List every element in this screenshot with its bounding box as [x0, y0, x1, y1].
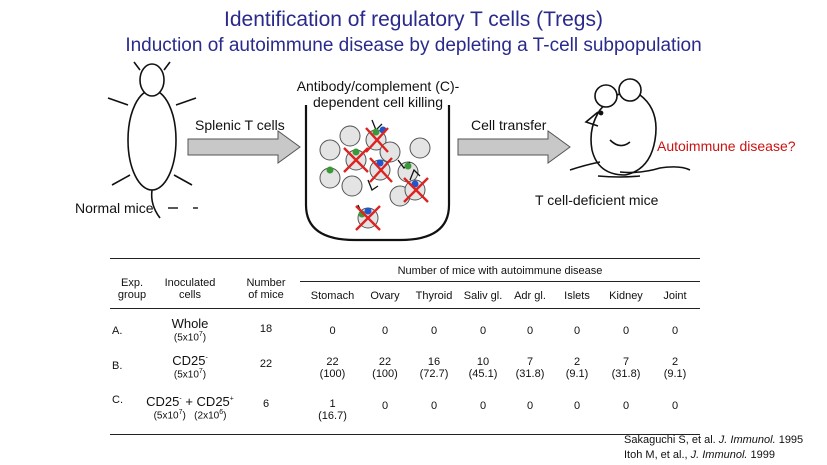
col-organ-kidney: Kidney — [609, 290, 643, 302]
row-a-v5: 0 — [573, 325, 581, 337]
normal-mice-label: Normal mice — [75, 200, 154, 216]
row-a-v2: 0 — [430, 325, 438, 337]
row-c-v5: 0 — [573, 400, 581, 412]
deficient-mice-label: T cell-deficient mice — [535, 192, 659, 208]
row-c-group: C. — [112, 394, 123, 406]
row-a-count: 18 — [259, 323, 273, 335]
page-subtitle: Induction of autoimmune disease by deple… — [125, 35, 702, 56]
row-b-cells: CD25- (5x107) — [172, 353, 208, 381]
col-organ-saliv: Saliv gl. — [463, 290, 503, 302]
row-b-count: 22 — [259, 358, 273, 370]
row-a-v7: 0 — [671, 325, 679, 337]
row-b-v6: 7(31.8) — [611, 356, 641, 380]
row-b-v7: 2(9.1) — [663, 356, 687, 380]
row-b-v3: 10(45.1) — [468, 356, 498, 380]
table-group-rule — [300, 281, 700, 282]
autoimmune-question: Autoimmune disease? — [657, 138, 796, 154]
row-c-v1: 0 — [381, 400, 389, 412]
col-organ-islets: Islets — [564, 290, 590, 302]
row-a-v6: 0 — [622, 325, 630, 337]
row-a-v3: 0 — [479, 325, 487, 337]
row-c-count: 6 — [262, 398, 270, 410]
col-organ-thyroid: Thyroid — [415, 290, 453, 302]
row-b-group: B. — [112, 360, 123, 372]
row-a-group: A. — [112, 325, 123, 337]
arrow-right-icon — [187, 130, 301, 164]
arrow-right-icon-2 — [457, 130, 571, 164]
col-organ-ovary: Ovary — [370, 290, 400, 302]
reference-1: Sakaguchi S, et al. J. Immunol. 1995 — [624, 434, 804, 446]
reference-2: Itoh M, et al., J. Immunol. 1999 — [624, 449, 776, 461]
row-b-v2: 16(72.7) — [419, 356, 449, 380]
table-header-rule — [110, 308, 700, 309]
antibody-label: Antibody/complement (C)- dependent cell … — [296, 78, 460, 110]
table-bottom-rule — [110, 434, 700, 435]
row-a-cells: Whole (5x107) — [171, 316, 209, 344]
splenic-label: Splenic T cells — [195, 117, 285, 133]
row-c-v7: 0 — [671, 400, 679, 412]
normal-mouse-icon — [107, 61, 197, 219]
row-c-cells: CD25- + CD25+ (5x107) (2x106) — [146, 394, 234, 422]
col-organ-joint: Joint — [663, 290, 687, 302]
row-a-v1: 0 — [381, 325, 389, 337]
deficient-mouse-icon — [569, 78, 691, 178]
row-a-v4: 0 — [526, 325, 534, 337]
row-b-v0: 22(100) — [319, 356, 346, 380]
col-exp-header: Exp.group — [117, 277, 147, 301]
col-organ-adr: Adr gl. — [514, 290, 546, 302]
row-c-v0: 1(16.7) — [318, 398, 347, 422]
row-b-v4: 7(31.8) — [515, 356, 545, 380]
row-b-v5: 2(9.1) — [565, 356, 589, 380]
marker-dots — [326, 126, 419, 218]
row-a-v0: 0 — [329, 325, 336, 337]
page-title: Identification of regulatory T cells (Tr… — [224, 8, 603, 31]
row-c-v6: 0 — [622, 400, 630, 412]
transfer-label: Cell transfer — [471, 117, 547, 133]
col-organ-stomach: Stomach — [310, 290, 355, 302]
row-b-v1: 22(100) — [372, 356, 398, 380]
table-group-header: Number of mice with autoimmune disease — [397, 265, 603, 277]
row-c-v2: 0 — [430, 400, 438, 412]
killed-cell-marks — [343, 127, 429, 231]
row-c-v4: 0 — [526, 400, 534, 412]
row-c-v3: 0 — [479, 400, 487, 412]
table-top-rule — [110, 258, 700, 259]
